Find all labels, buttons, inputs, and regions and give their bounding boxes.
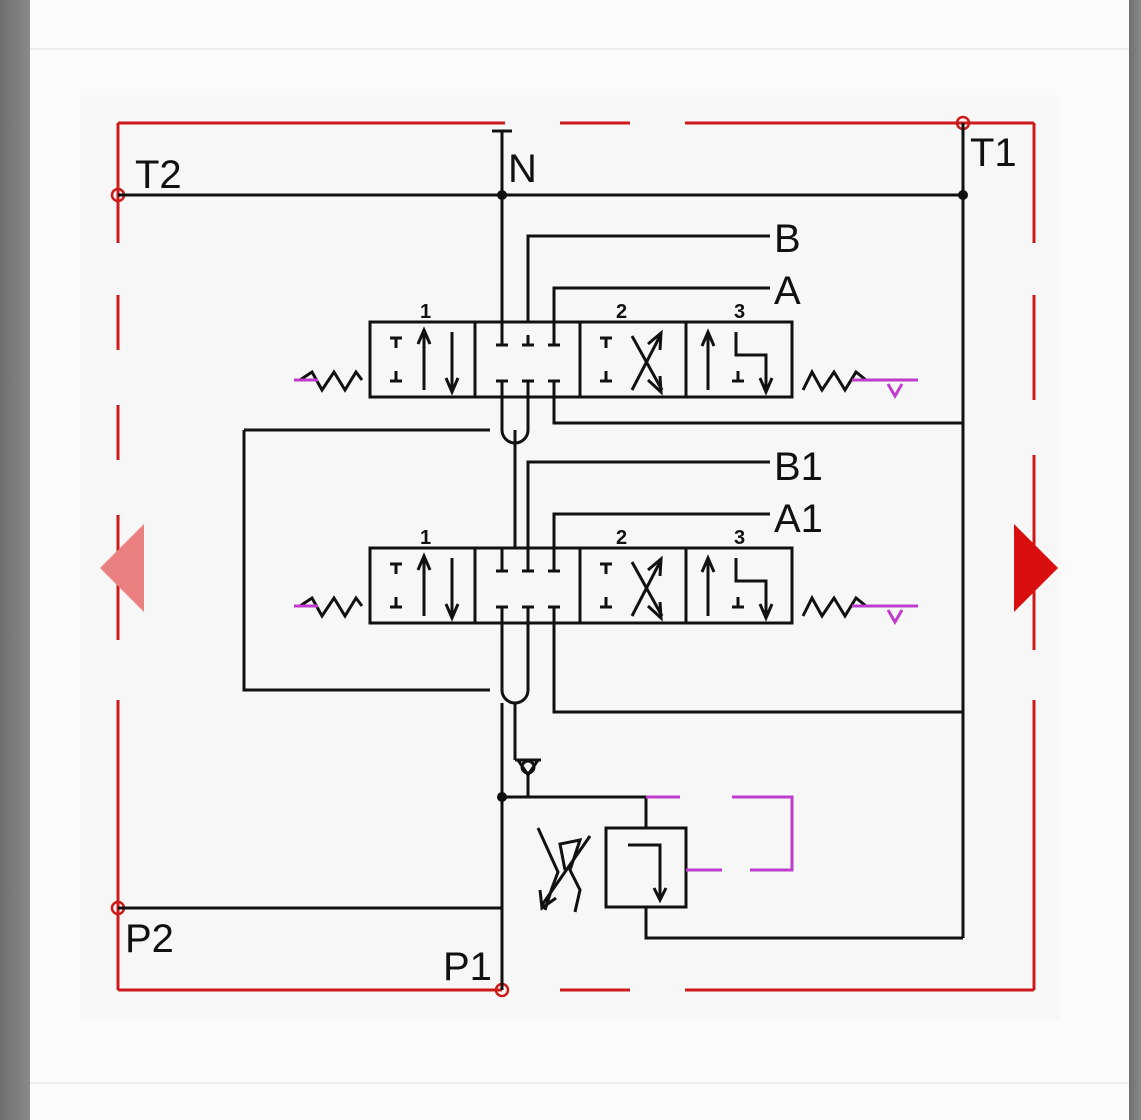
valve-block-boundary (116, 121, 1036, 992)
port-label-a: A (774, 269, 801, 313)
port-markers (110, 115, 971, 998)
chevron-left-icon (100, 524, 144, 612)
port-label-b1: B1 (774, 445, 823, 489)
port-label-t2: T2 (135, 153, 182, 197)
lower-directional-valve (299, 546, 867, 625)
lower-position-1: 1 (420, 527, 431, 549)
pressure-relief-valve (536, 826, 688, 913)
hydraulic-lines (118, 123, 965, 990)
port-label-b: B (774, 217, 801, 261)
port-label-n: N (508, 147, 537, 191)
upper-directional-valve (299, 320, 867, 399)
port-label-p1: P1 (443, 945, 492, 989)
port-label-p2: P2 (125, 917, 174, 961)
port-label-a1: A1 (774, 497, 823, 541)
port-label-t1: T1 (970, 131, 1017, 175)
junction-dots (497, 190, 968, 802)
lower-position-2: 2 (616, 527, 627, 549)
upper-position-3: 3 (734, 301, 745, 323)
previous-image-button[interactable] (98, 520, 146, 616)
upper-valve-pilot (294, 378, 918, 399)
check-valve-symbol (515, 758, 541, 778)
lower-position-3: 3 (734, 527, 745, 549)
bottom-divider (30, 1082, 1129, 1084)
chevron-right-icon (1014, 524, 1058, 612)
window-frame-right (1129, 0, 1141, 1120)
window-frame-left (0, 0, 30, 1120)
next-image-button[interactable] (1012, 520, 1060, 616)
lower-valve-pilot (294, 604, 918, 625)
relief-pilot-line (646, 795, 794, 872)
top-divider (30, 48, 1129, 50)
upper-position-1: 1 (420, 301, 431, 323)
upper-position-2: 2 (616, 301, 627, 323)
